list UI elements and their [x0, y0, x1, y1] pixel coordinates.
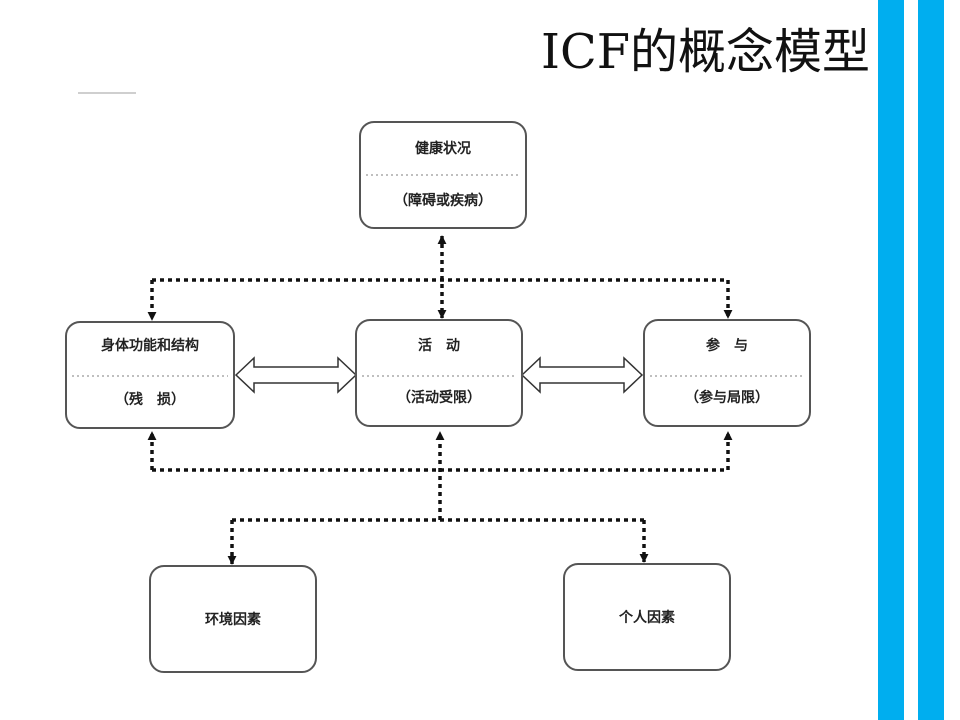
- decorative-stripe-left: [878, 0, 904, 720]
- body-activity-double-arrow: [234, 356, 358, 394]
- body-functions-sublabel: （残 损）: [115, 391, 185, 408]
- health-condition-box: 健康状况 （障碍或疾病）: [359, 121, 527, 229]
- participation-sublabel: （参与局限）: [685, 389, 769, 406]
- personal-factors-box: 个人因素: [563, 563, 731, 671]
- activity-box: 活 动 （活动受限）: [355, 319, 523, 427]
- decorative-stripe-right: [918, 0, 944, 720]
- activity-sublabel: （活动受限）: [397, 389, 481, 406]
- body-functions-box: 身体功能和结构 （残 损）: [65, 321, 235, 429]
- activity-participation-double-arrow: [520, 356, 644, 394]
- personal-factors-label: 个人因素: [618, 609, 675, 626]
- decorative-line: [78, 92, 136, 94]
- slide-title: ICF的概念模型: [541, 24, 870, 80]
- connectors: [147, 235, 733, 565]
- environmental-factors-label: 环境因素: [205, 611, 261, 628]
- activity-label: 活 动: [418, 337, 460, 354]
- health-condition-sublabel: （障碍或疾病）: [394, 192, 492, 209]
- participation-label: 参 与: [706, 337, 748, 354]
- environmental-factors-box: 环境因素: [149, 565, 317, 673]
- health-condition-label: 健康状况: [415, 140, 471, 157]
- participation-box: 参 与 （参与局限）: [643, 319, 811, 427]
- body-functions-label: 身体功能和结构: [101, 337, 199, 354]
